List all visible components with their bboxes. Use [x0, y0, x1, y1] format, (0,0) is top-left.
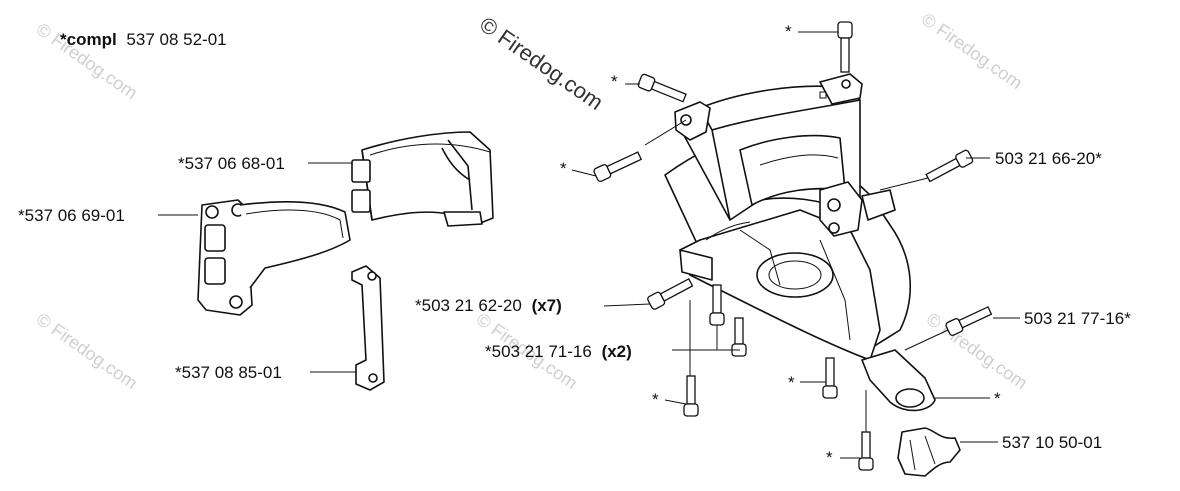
- part-537-06-69-01-drawing: [197, 199, 351, 316]
- part-537-06-68-01-drawing: [351, 131, 494, 227]
- part-537-08-85-01-drawing: [351, 265, 385, 391]
- label-503-21-62-20-qty: (x7): [532, 296, 562, 315]
- label-503-21-77-16: 503 21 77-16*: [1024, 309, 1131, 328]
- watermark-left-bottom: © Firedog.com: [33, 309, 141, 393]
- part-537-10-50-01-drawing: [897, 427, 961, 477]
- label-503-21-71-16-number: *503 21 71-16: [485, 342, 592, 361]
- asterisk-top-left: *: [611, 72, 618, 91]
- bolt-top: [837, 21, 853, 73]
- bolt-left: [593, 151, 643, 183]
- label-537-08-85-01: *537 08 85-01: [175, 363, 282, 382]
- bolt-503-21-66-20: [925, 149, 974, 183]
- label-503-21-71-16: *503 21 71-16 (x2): [485, 342, 632, 361]
- label-537-10-50-01: 537 10 50-01: [1002, 433, 1102, 452]
- watermark-main: © Firedog.com: [475, 12, 608, 115]
- asterisk-lower-left: *: [652, 390, 659, 409]
- label-503-21-71-16-qty: (x2): [602, 342, 632, 361]
- assembly-prefix: *compl: [60, 30, 117, 49]
- label-503-21-62-20: *503 21 62-20 (x7): [415, 296, 562, 315]
- label-503-21-66-20: 503 21 66-20*: [995, 149, 1102, 168]
- bolts-group: [593, 21, 993, 471]
- label-537-06-68-01: *537 06 68-01: [178, 154, 285, 173]
- label-503-21-62-20-number: *503 21 62-20: [415, 296, 522, 315]
- asterisk-bottom: *: [826, 448, 833, 467]
- bolt-lower-left: [683, 375, 699, 417]
- asterisk-left: *: [560, 159, 567, 178]
- bolt-503-21-62-20: [647, 277, 694, 310]
- assembly-number: 537 08 52-01: [126, 30, 226, 49]
- asterisk-lower-mid: *: [788, 373, 795, 392]
- bolt-lower-bottom: [858, 431, 874, 471]
- leader-lines-right: [571, 31, 1020, 459]
- bolt-503-21-77-16: [945, 306, 993, 337]
- label-537-06-69-01: *537 06 69-01: [18, 206, 125, 225]
- bolt-top-left: [637, 73, 687, 103]
- bolt-lower-mid: [822, 357, 838, 399]
- leader-lines-left: [158, 162, 356, 373]
- main-housing-drawing: [664, 73, 936, 412]
- watermark-right-top: © Firedog.com: [918, 9, 1026, 93]
- asterisk-lug: *: [994, 389, 1001, 408]
- assembly-title: *compl 537 08 52-01: [60, 30, 227, 49]
- asterisk-top: *: [785, 22, 792, 41]
